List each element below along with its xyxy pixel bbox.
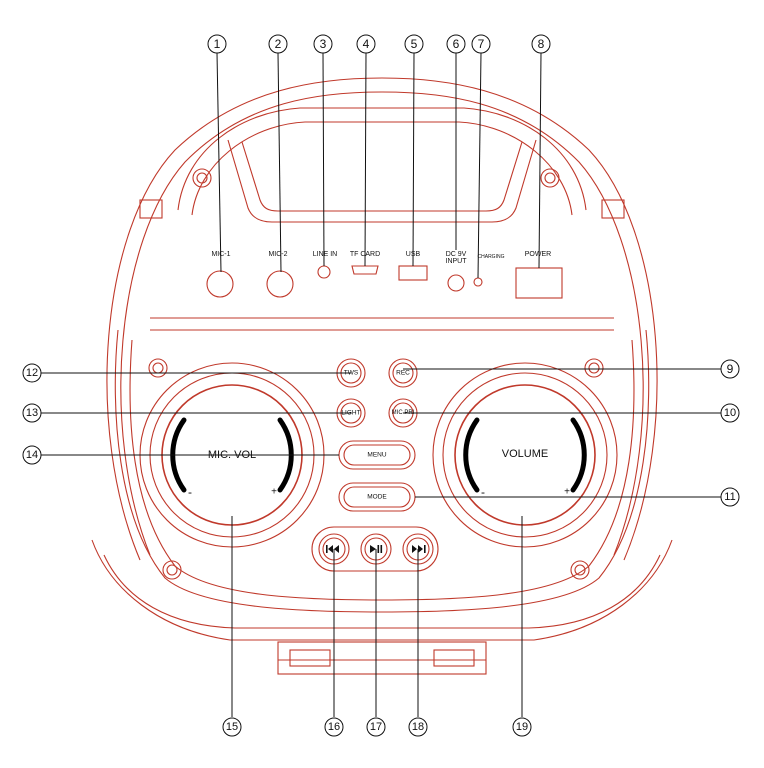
- speaker-body: [91, 77, 673, 675]
- mode-label: MODE: [367, 494, 387, 501]
- screw-icon: [584, 358, 604, 378]
- charging-label: CHARGING: [478, 254, 505, 260]
- callout-19: 19: [516, 721, 528, 733]
- transport-bezel: [311, 526, 439, 572]
- volume-plus: +: [564, 487, 570, 498]
- callout-2: 2: [275, 37, 282, 51]
- callout-9: 9: [727, 362, 734, 376]
- callout-15: 15: [226, 721, 238, 733]
- volume-minus: -: [481, 485, 485, 499]
- power-switch[interactable]: [515, 267, 563, 299]
- dc-input-label-2: INPUT: [446, 258, 468, 265]
- callout-1: 1: [214, 37, 221, 51]
- mode-button[interactable]: MODE: [338, 482, 416, 512]
- line-in-jack[interactable]: [317, 265, 331, 279]
- rec-label: REC: [396, 370, 410, 377]
- menu-label: MENU: [367, 452, 386, 459]
- tf-card-slot[interactable]: [351, 265, 379, 275]
- leader-lines: [41, 52, 721, 717]
- menu-button[interactable]: MENU: [338, 440, 416, 470]
- callout-3: 3: [320, 37, 327, 51]
- callout-16: 16: [328, 721, 340, 733]
- callout-18: 18: [412, 721, 424, 733]
- callout-12: 12: [26, 367, 38, 379]
- line-in-label: LINE IN: [313, 251, 338, 258]
- volume-label: VOLUME: [502, 448, 548, 460]
- charging-led: [473, 277, 483, 287]
- mic2-jack[interactable]: [266, 270, 294, 298]
- tws-label: TWS: [344, 370, 359, 377]
- callout-7: 7: [478, 37, 485, 51]
- screw-icon: [192, 168, 212, 188]
- dc-input-jack[interactable]: [447, 274, 465, 292]
- volume-knob[interactable]: VOLUME - +: [432, 362, 618, 548]
- callout-numbers: 1 2 3 4 5 6 7 8 9 10 11 12 13 14 15 16 1…: [22, 34, 740, 737]
- callout-14: 14: [26, 449, 38, 461]
- next-track-icon: [412, 545, 426, 553]
- rec-button[interactable]: REC: [388, 358, 418, 388]
- screw-icon: [148, 358, 168, 378]
- dc-input-label-1: DC 9V: [446, 251, 467, 258]
- callout-8: 8: [538, 37, 545, 51]
- mic2-label: MIC-2: [268, 251, 287, 258]
- mic-vol-plus: +: [271, 487, 277, 498]
- callout-6: 6: [453, 37, 460, 51]
- callout-17: 17: [370, 721, 382, 733]
- prev-track-icon: [326, 545, 339, 553]
- power-label: POWER: [525, 251, 551, 258]
- mic-vol-minus: -: [188, 485, 192, 499]
- screw-icon: [570, 560, 590, 580]
- screw-icon: [162, 560, 182, 580]
- play-pause-icon: [370, 545, 383, 553]
- callout-4: 4: [363, 37, 370, 51]
- callout-10: 10: [724, 407, 736, 419]
- usb-port[interactable]: [398, 265, 428, 281]
- callout-5: 5: [411, 37, 418, 51]
- callout-13: 13: [26, 407, 38, 419]
- port-row: MIC-1 MIC-2 LINE IN TF CARD USB DC 9V IN…: [206, 251, 563, 299]
- callout-11: 11: [724, 491, 735, 503]
- light-label: LIGHT: [341, 410, 360, 417]
- screw-icon: [540, 168, 560, 188]
- mic1-jack[interactable]: [206, 270, 234, 298]
